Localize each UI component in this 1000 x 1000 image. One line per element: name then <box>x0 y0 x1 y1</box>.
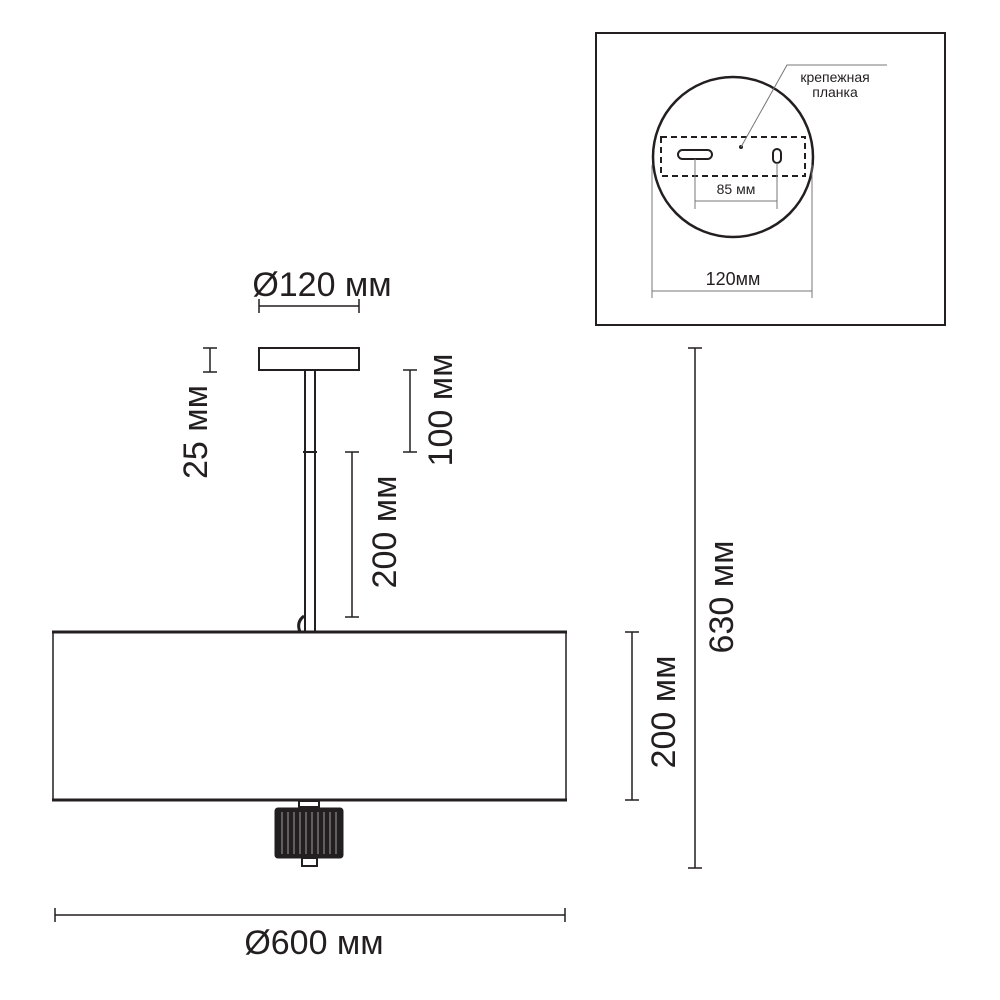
canopy-diameter-label: Ø120 мм <box>252 266 391 304</box>
dimension-rod-upper: 100 мм <box>403 354 460 467</box>
total-height-label: 630 мм <box>703 541 741 654</box>
dimension-canopy-diameter: Ø120 мм <box>252 266 392 313</box>
mounting-bracket <box>660 136 806 177</box>
round-hole <box>772 148 782 164</box>
slot-hole <box>677 149 713 160</box>
mounting-inset: крепежная планка 85 мм 120мм <box>595 32 946 326</box>
lamp-shade <box>52 630 567 802</box>
dimension-rod-lower: 200 мм <box>345 451 404 618</box>
hole-spacing-label: 85 мм <box>717 181 756 197</box>
bottom-diffuser <box>274 800 344 867</box>
dimension-total-height: 630 мм <box>688 347 741 869</box>
shade-diameter-label: Ø600 мм <box>244 924 383 962</box>
canopy-width-label: 120мм <box>706 269 761 289</box>
canopy-height-label: 25 мм <box>177 385 215 479</box>
rod-upper-label: 100 мм <box>422 354 460 467</box>
rod-lower-label: 200 мм <box>366 476 404 589</box>
dimension-canopy-height: 25 мм <box>177 347 217 479</box>
canopy <box>258 347 360 371</box>
rod <box>297 369 317 633</box>
shade-height-label: 200 мм <box>645 656 683 769</box>
canopy-top-view <box>651 75 815 239</box>
bracket-label-line1: крепежная <box>800 69 869 85</box>
dimension-shade-height: 200 мм <box>625 631 683 801</box>
dimension-shade-diameter: Ø600 мм <box>54 908 566 962</box>
bracket-label-line2: планка <box>812 84 858 100</box>
